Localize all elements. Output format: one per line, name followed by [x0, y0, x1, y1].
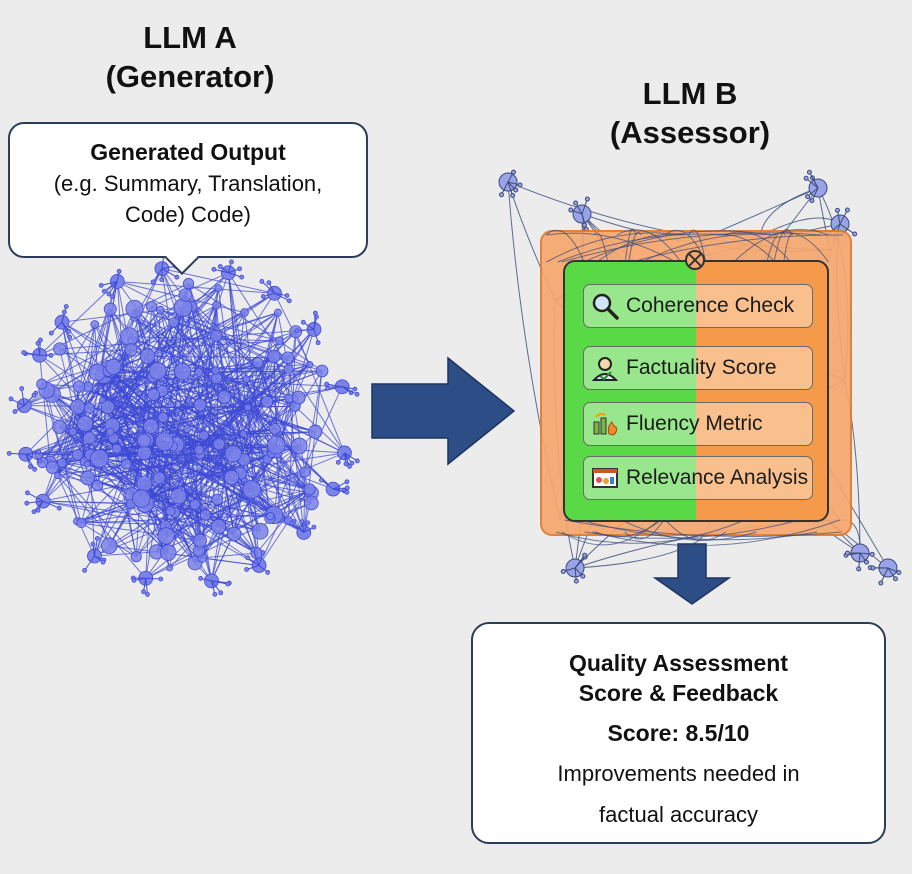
result-score: Score: 8.5/10	[607, 720, 750, 746]
result-heading-line1: Quality Assessment	[568, 650, 789, 676]
generated-output-bubble: Generated Output (e.g. Summary, Translat…	[8, 122, 368, 258]
flow-arrow-right	[371, 356, 516, 466]
slides-icon	[590, 463, 620, 493]
chart-flame-icon	[590, 409, 620, 439]
result-heading-line2: Score & Feedback	[578, 680, 779, 706]
check-factuality[interactable]: Factuality Score	[583, 346, 813, 390]
bubble-line2: Code) Code)	[125, 202, 251, 227]
assessor-title-line2: (Assessor)	[609, 115, 771, 150]
generator-nodes	[6, 251, 360, 597]
result-feedback-line2: factual accuracy	[599, 802, 758, 827]
assessor-frame-links	[545, 228, 844, 547]
quality-assessment-box: Quality Assessment Score & Feedback Scor…	[471, 622, 886, 844]
result-feedback-line1: Improvements needed in	[557, 761, 800, 786]
assessor-title: LLM B (Assessor)	[560, 74, 820, 152]
assessor-panel: Coherence Check Factuality Score Fluency…	[563, 260, 829, 522]
flow-arrow-down	[652, 543, 732, 605]
person-check-icon	[590, 353, 620, 383]
check-coherence[interactable]: Coherence Check	[583, 284, 813, 328]
bubble-heading: Generated Output	[90, 139, 286, 165]
check-relevance[interactable]: Relevance Analysis	[583, 456, 813, 500]
assessor-title-line1: LLM B	[642, 76, 738, 111]
generator-title: LLM A (Generator)	[60, 18, 320, 96]
panel-connector-knob	[685, 250, 705, 270]
check-label: Coherence Check	[626, 294, 795, 317]
check-label: Factuality Score	[626, 356, 777, 379]
check-label: Relevance Analysis	[626, 466, 809, 489]
magnifier-icon	[590, 291, 620, 321]
assessor-nodes	[498, 169, 902, 586]
generator-title-line1: LLM A	[143, 20, 237, 55]
check-label: Fluency Metric	[626, 412, 763, 435]
generator-network-graph	[6, 251, 360, 597]
bubble-line1: (e.g. Summary, Translation,	[53, 171, 323, 196]
generator-title-line2: (Generator)	[105, 59, 275, 94]
check-fluency[interactable]: Fluency Metric	[583, 402, 813, 446]
